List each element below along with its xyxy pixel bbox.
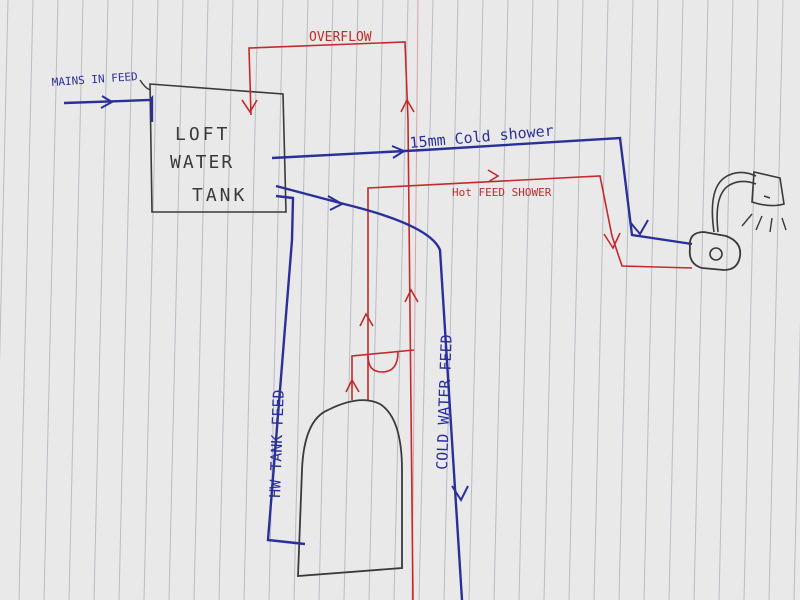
cylinder-hot-arrow-icon (345, 378, 360, 393)
ruled-line (618, 0, 634, 600)
ruled-line (393, 0, 409, 600)
hot-feed-shower-label: Hot FEED SHOWER (452, 186, 552, 199)
ruled-line (543, 0, 559, 600)
ruled-line (568, 0, 584, 600)
overflow-down-arrow-icon (241, 99, 258, 114)
ruled-line (518, 0, 534, 600)
ruled-line (643, 0, 659, 600)
cold-water-feed-pipe (275, 184, 464, 600)
hot-water-cylinder (297, 399, 403, 577)
shower-riser-pipe (711, 171, 757, 233)
overflow-pipe (248, 41, 414, 600)
tank-label-line-1: LOFT (175, 124, 230, 145)
ruled-line (693, 0, 709, 600)
shower-mixer (688, 231, 742, 271)
margin-line (411, 0, 419, 600)
hw-tank-feed-pipe (266, 194, 306, 546)
mains-arrow-icon (100, 95, 115, 109)
shower-mixer-dial (709, 247, 723, 261)
overflow-up-arrow-lower-icon (404, 288, 419, 303)
mains-in-feed-pipe (63, 95, 154, 122)
overflow-label: OVERFLOW (309, 30, 372, 45)
cold-shower-pipe (271, 136, 693, 246)
overflow-up-arrow-icon (400, 98, 415, 113)
ruled-line (318, 0, 334, 600)
ruled-line (168, 0, 184, 600)
hot-feed-up-arrow-icon (359, 312, 374, 327)
ruled-line (768, 0, 784, 600)
ruled-line (743, 0, 759, 600)
ruled-line (668, 0, 684, 600)
ruled-line (493, 0, 509, 600)
ruled-line (368, 0, 384, 600)
hot-feed-shower-pipe (367, 175, 693, 400)
hot-feed-down-arrow-icon (603, 232, 621, 250)
ruled-line (68, 0, 84, 600)
ruled-line (118, 0, 134, 600)
cold-water-feed-label: COLD WATER FEED (433, 334, 456, 470)
mains-in-feed-label: MAINS IN FEED (51, 70, 138, 89)
tank-inlet-pencil (139, 79, 151, 91)
ruled-line (793, 321, 800, 600)
ruled-line (243, 0, 259, 600)
cylinder-hot-loop (351, 349, 415, 400)
ruled-line (18, 0, 34, 600)
cold-water-feed-down-arrow-icon (451, 485, 469, 503)
hot-feed-arrow-icon (487, 169, 500, 183)
ruled-line (43, 0, 59, 600)
ruled-line (143, 0, 159, 600)
shower-spray-icon (741, 213, 787, 233)
cold-shower-arrow-icon (391, 145, 407, 159)
ruled-line (343, 0, 359, 600)
tank-label-line-2: WATER (170, 152, 234, 173)
ruled-line (93, 0, 109, 600)
ruled-line (193, 0, 209, 600)
cold-water-feed-arrow-icon (327, 195, 345, 211)
ruled-line (443, 0, 459, 600)
ruled-line (293, 0, 309, 600)
cold-shower-down-arrow-icon (629, 219, 649, 236)
tank-label-line-3: TANK (192, 185, 247, 206)
ruled-line (468, 0, 484, 600)
shower-head-icon (751, 171, 785, 207)
loft-water-tank (149, 83, 287, 213)
ruled-line (0, 0, 9, 365)
ruled-line (718, 0, 734, 600)
ruled-line (593, 0, 609, 600)
ruled-line (218, 0, 234, 600)
ruled-line (418, 0, 434, 600)
